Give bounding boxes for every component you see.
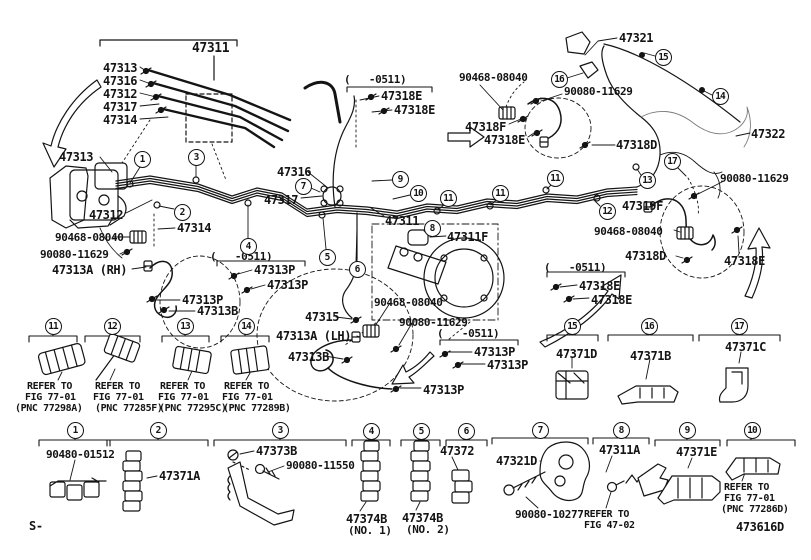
leader-lines: [57, 37, 751, 512]
bracket-47321d-drawing: [503, 441, 591, 502]
flow-arrow-lh-hub: [391, 351, 435, 385]
flow-arrow-47318: [447, 126, 485, 148]
flow-arrow-left: [42, 79, 102, 168]
front-lh-hose-drawing: [256, 268, 464, 402]
valve-47311a-drawing: [606, 463, 669, 497]
clip-47371e-drawing: [657, 475, 721, 505]
clip-47372-drawing: [451, 469, 473, 504]
flow-arrow-rear: [539, 274, 622, 348]
front-right-wheel-drawing: [498, 61, 599, 159]
five-way-union-drawing: [320, 185, 344, 207]
grommet-90480-drawing: [49, 477, 107, 501]
tube-clamp-marks: [126, 163, 640, 219]
abs-actuator-drawing: [49, 162, 128, 229]
front-rh-hose-drawing: [99, 227, 253, 349]
clip-drawings: [37, 333, 781, 526]
flow-arrow-right-edge: [744, 227, 771, 299]
rear-tubes-drawing: [565, 31, 751, 199]
bracket-47373b-drawing: [227, 449, 295, 526]
front-tubes-inset-drawing: [99, 39, 342, 181]
clip-77286d-drawing: [725, 457, 781, 481]
rear-right-wheel-drawing: [550, 177, 745, 303]
